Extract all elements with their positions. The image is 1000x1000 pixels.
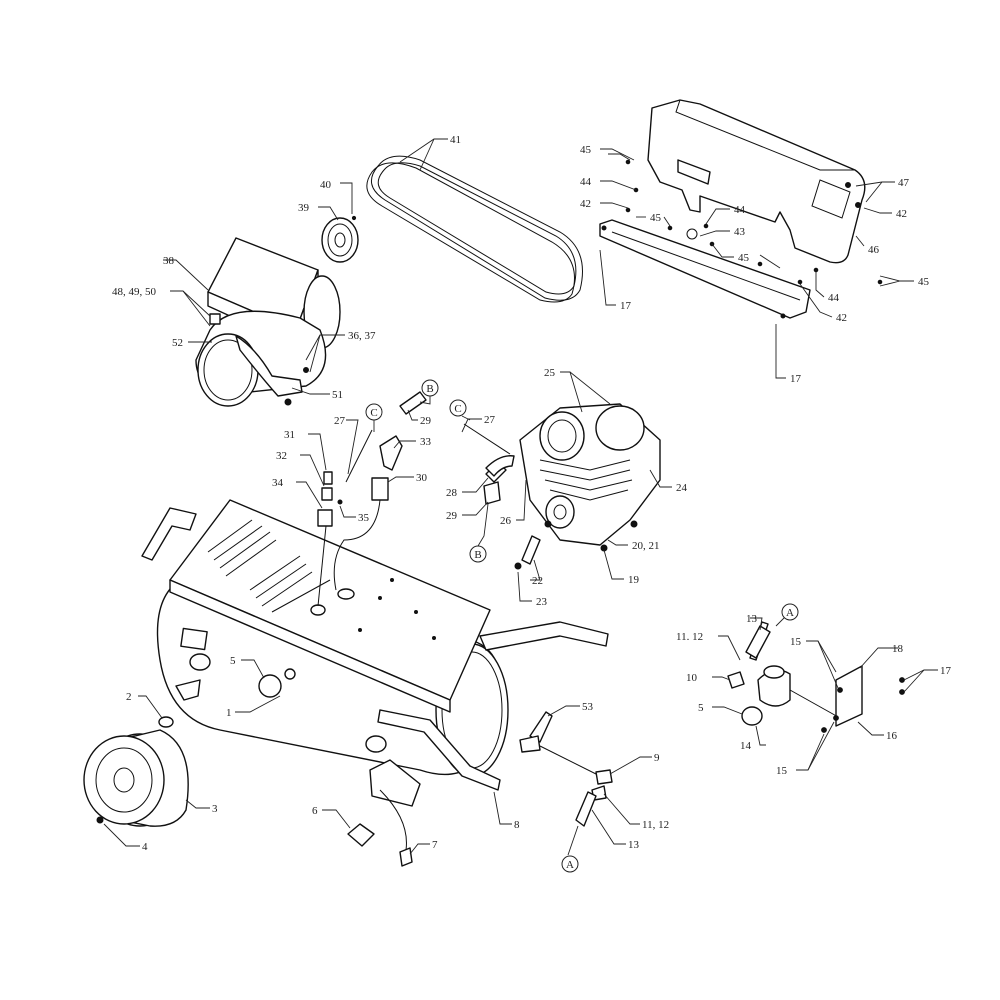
label-15-b: 15 (776, 765, 788, 777)
label-41: 41 (450, 134, 461, 146)
label-13-b: 13 (628, 839, 640, 851)
label-5-b: 5 (698, 702, 704, 714)
callout-b-top: B (421, 379, 439, 397)
label-1: 1 (226, 707, 232, 719)
label-44-c: 44 (828, 292, 840, 304)
label-52: 52 (172, 337, 183, 349)
label-27-b: 27 (484, 414, 496, 426)
label-9: 9 (654, 752, 660, 764)
label-39: 39 (298, 202, 310, 214)
label-16: 16 (886, 730, 898, 742)
label-51: 51 (332, 389, 343, 401)
label-10: 10 (686, 672, 698, 684)
label-28: 28 (446, 487, 458, 499)
label-20-21: 20, 21 (632, 540, 660, 552)
callout-a-bottom: A (561, 855, 579, 873)
label-24: 24 (676, 482, 688, 494)
label-42-a: 42 (580, 198, 591, 210)
callout-a-top: A (781, 603, 799, 621)
callout-b-bottom: B (469, 545, 487, 563)
label-30: 30 (416, 472, 428, 484)
callout-b-label: B (426, 383, 433, 395)
label-45-d: 45 (918, 276, 930, 288)
label-17-a: 17 (620, 300, 632, 312)
label-6: 6 (312, 805, 318, 817)
part-labels: 40 39 38 48, 49, 50 52 36, 37 51 41 45 4… (112, 134, 952, 853)
label-43: 43 (734, 226, 746, 238)
callout-b-label: B (474, 549, 481, 561)
label-11-12-reg: 11. 12 (676, 631, 703, 643)
label-2: 2 (126, 691, 132, 703)
label-22: 22 (532, 575, 543, 587)
callout-c-right: C (449, 399, 467, 417)
label-36-37: 36, 37 (348, 330, 376, 342)
callout-c-label: C (454, 403, 461, 415)
label-53: 53 (582, 701, 594, 713)
callout-c-left: C (365, 403, 383, 421)
label-46: 46 (868, 244, 880, 256)
label-5-a: 5 (230, 655, 236, 667)
wheel (83, 716, 189, 827)
label-15-a: 15 (790, 636, 802, 648)
callout-c-label: C (370, 407, 377, 419)
leader-lines (103, 138, 938, 856)
air-tank (141, 499, 609, 807)
label-42-b: 42 (896, 208, 907, 220)
label-4: 4 (142, 841, 148, 853)
label-25: 25 (544, 367, 556, 379)
label-33: 33 (420, 436, 432, 448)
label-23: 23 (536, 596, 548, 608)
label-29-b: 29 (446, 510, 458, 522)
label-38: 38 (163, 255, 175, 267)
label-35: 35 (358, 512, 370, 524)
label-34: 34 (272, 477, 284, 489)
label-11-12-pump: 11, 12 (642, 819, 669, 831)
label-45-b: 45 (650, 212, 662, 224)
label-8: 8 (514, 819, 520, 831)
label-27-a: 27 (334, 415, 346, 427)
label-17-c: 17 (940, 665, 952, 677)
label-44-a: 44 (580, 176, 592, 188)
label-45-a: 45 (580, 144, 592, 156)
label-47: 47 (898, 177, 910, 189)
regulator-assembly (347, 621, 905, 867)
label-48-49-50: 48, 49, 50 (112, 286, 157, 298)
label-17-b: 17 (790, 373, 802, 385)
label-32: 32 (276, 450, 287, 462)
belt-guard (599, 99, 883, 319)
label-3: 3 (212, 803, 218, 815)
electric-motor (195, 215, 359, 407)
callout-a-label: A (786, 607, 794, 619)
label-44-b: 44 (734, 204, 746, 216)
label-14: 14 (740, 740, 752, 752)
label-29-a: 29 (420, 415, 432, 427)
callout-a-label: A (566, 859, 574, 871)
label-13-a: 13 (746, 613, 758, 625)
drive-belt (366, 155, 583, 303)
label-45-c: 45 (738, 252, 750, 264)
label-18: 18 (892, 643, 904, 655)
label-19: 19 (628, 574, 640, 586)
label-26: 26 (500, 515, 512, 527)
label-31: 31 (284, 429, 295, 441)
label-42-c: 42 (836, 312, 847, 324)
label-7: 7 (432, 839, 438, 851)
compressor-pump (514, 403, 661, 570)
label-40: 40 (320, 179, 332, 191)
